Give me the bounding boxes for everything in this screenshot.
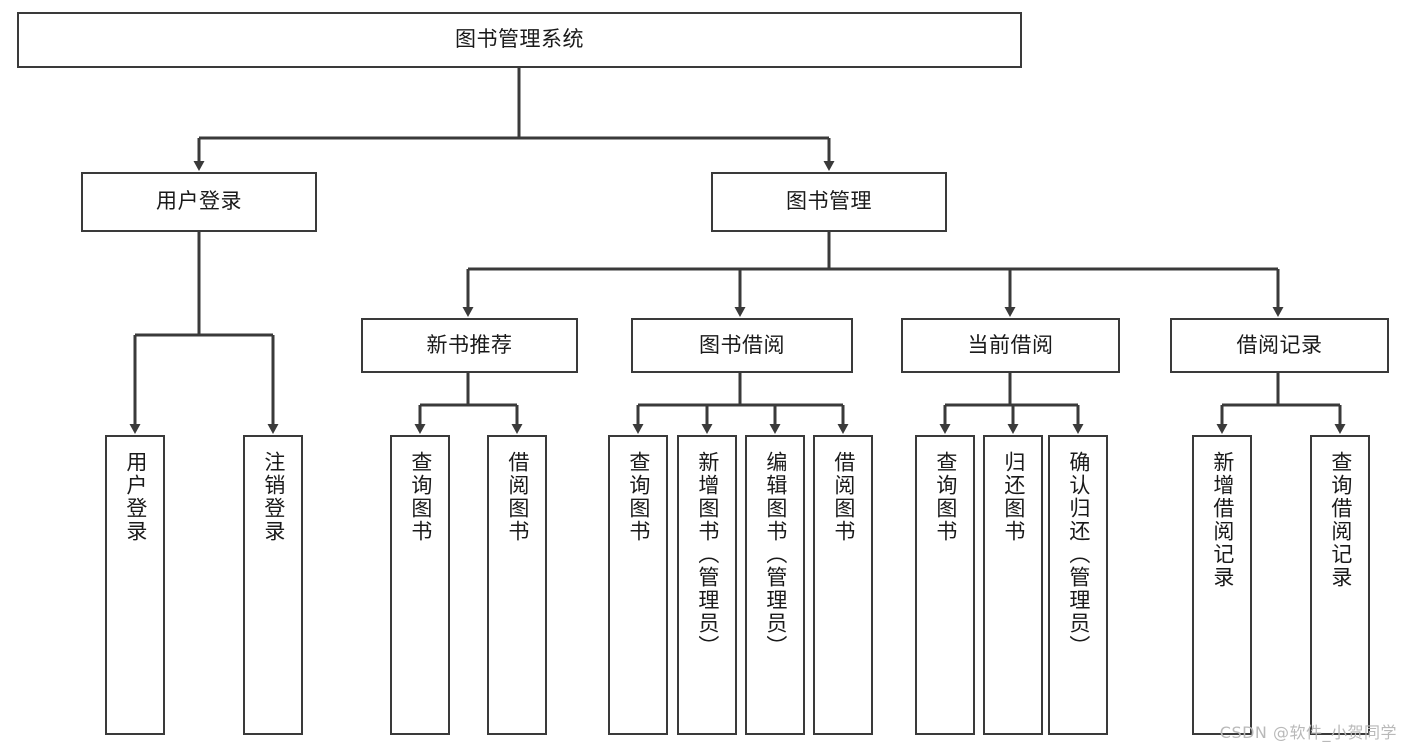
leaf-edit-book-admin[interactable]: 编辑图书（管理员） [745, 435, 805, 735]
new-book-to-leaves-edges [414, 373, 523, 434]
node-label: 归还图书 [1001, 451, 1026, 543]
node-current-borrow[interactable]: 当前借阅 [901, 318, 1120, 373]
node-label: 新增借阅记录 [1210, 451, 1235, 589]
node-borrow-record[interactable]: 借阅记录 [1170, 318, 1389, 373]
leaf-query-book-recommend[interactable]: 查询图书 [390, 435, 450, 735]
root-to-level2-edges [193, 68, 835, 171]
book-borrow-to-leaves-edges [632, 373, 849, 434]
node-label: 查询借阅记录 [1328, 451, 1353, 589]
node-label: 用户登录 [123, 451, 148, 543]
node-label: 查询图书 [408, 451, 433, 543]
node-label: 图书借阅 [699, 332, 785, 357]
leaf-return-book[interactable]: 归还图书 [983, 435, 1043, 735]
leaf-borrow-book-recommend[interactable]: 借阅图书 [487, 435, 547, 735]
leaf-borrow-book[interactable]: 借阅图书 [813, 435, 873, 735]
user-login-to-leaves-edges [129, 232, 279, 434]
leaf-query-book-current[interactable]: 查询图书 [915, 435, 975, 735]
node-user-login[interactable]: 用户登录 [81, 172, 317, 232]
node-label: 新增图书（管理员） [695, 451, 720, 658]
node-label: 编辑图书（管理员） [763, 451, 788, 658]
leaf-query-book-borrow[interactable]: 查询图书 [608, 435, 668, 735]
borrow-record-to-leaves-edges [1216, 373, 1346, 434]
node-label: 用户登录 [156, 189, 242, 214]
node-label: 当前借阅 [967, 332, 1054, 357]
node-label: 查询图书 [626, 451, 651, 543]
book-manage-to-level3-edges [462, 232, 1284, 317]
node-label: 借阅记录 [1236, 332, 1323, 357]
leaf-add-borrow-record[interactable]: 新增借阅记录 [1192, 435, 1252, 735]
node-root-system[interactable]: 图书管理系统 [17, 12, 1022, 68]
node-label: 查询图书 [933, 451, 958, 543]
leaf-user-login[interactable]: 用户登录 [105, 435, 165, 735]
node-new-book-recommend[interactable]: 新书推荐 [361, 318, 578, 373]
node-label: 确认归还（管理员） [1066, 451, 1091, 658]
node-book-borrow[interactable]: 图书借阅 [631, 318, 853, 373]
node-label: 图书管理 [786, 189, 872, 214]
node-book-management[interactable]: 图书管理 [711, 172, 947, 232]
node-label: 借阅图书 [505, 451, 530, 543]
leaf-query-borrow-record[interactable]: 查询借阅记录 [1310, 435, 1370, 735]
node-label: 图书管理系统 [455, 27, 584, 52]
node-label: 新书推荐 [426, 332, 513, 357]
leaf-user-logout[interactable]: 注销登录 [243, 435, 303, 735]
node-label: 注销登录 [261, 451, 286, 543]
leaf-add-book-admin[interactable]: 新增图书（管理员） [677, 435, 737, 735]
current-borrow-to-leaves-edges [939, 373, 1084, 434]
leaf-confirm-return-admin[interactable]: 确认归还（管理员） [1048, 435, 1108, 735]
node-label: 借阅图书 [831, 451, 856, 543]
